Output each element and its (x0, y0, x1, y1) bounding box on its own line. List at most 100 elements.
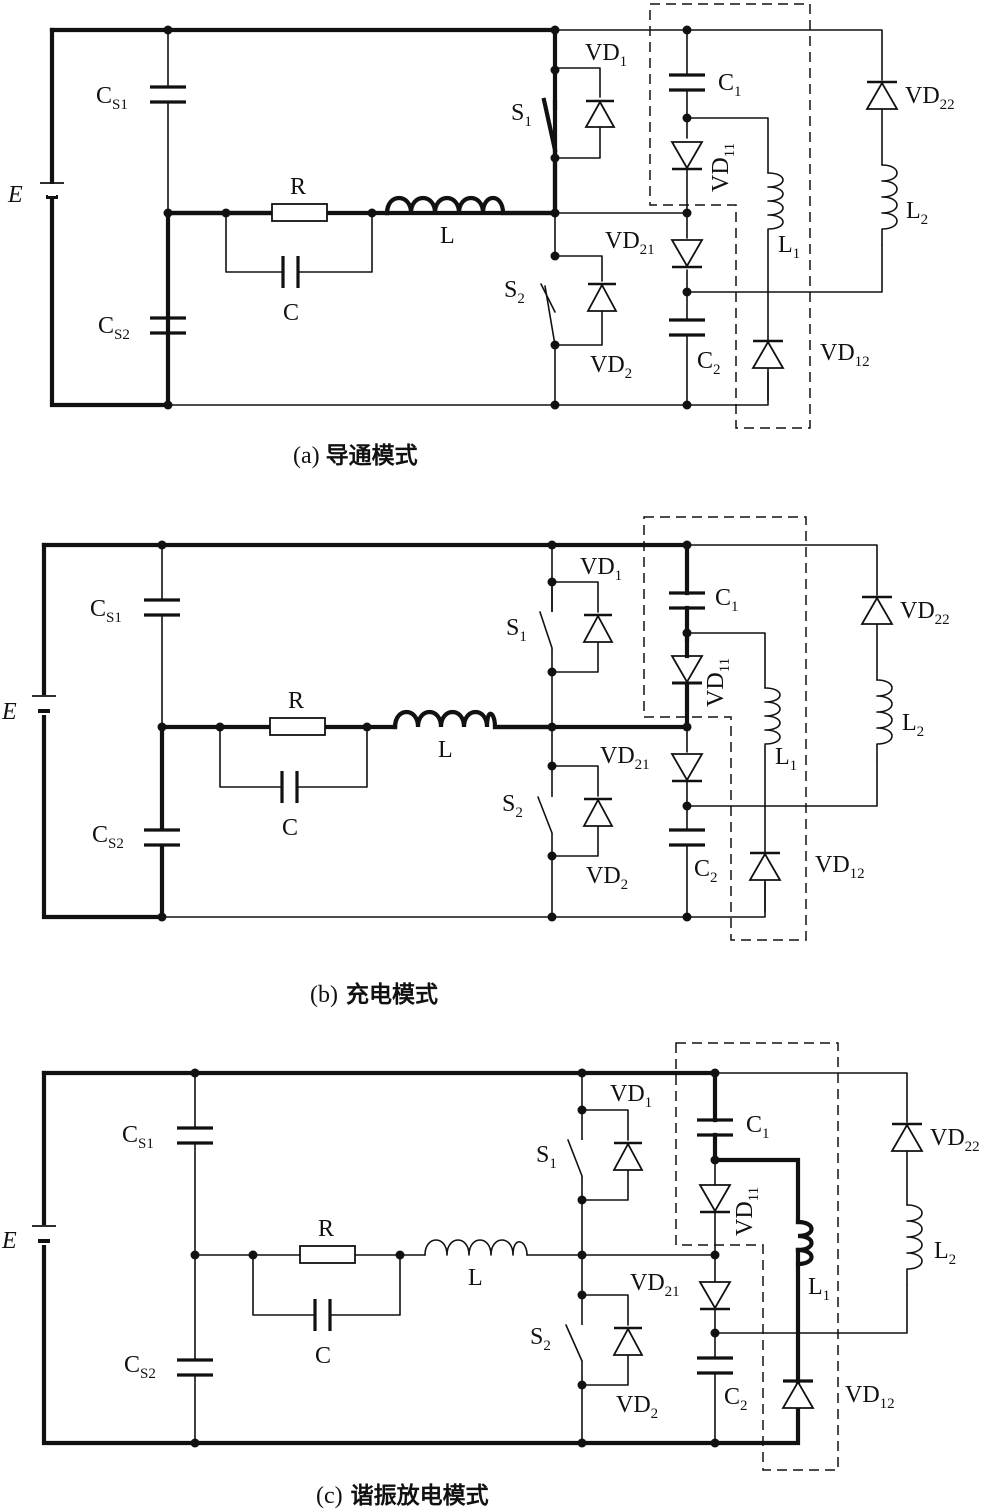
label-l1: L1 (778, 232, 800, 262)
label-l1: L1 (808, 1274, 830, 1304)
diode-vd21 (670, 239, 704, 269)
resistor-r (271, 203, 328, 222)
capacitor-c (313, 1299, 332, 1331)
diode-vd12 (748, 851, 782, 881)
label-cs2: CS2 (92, 822, 124, 852)
label-c: C (315, 1343, 331, 1369)
capacitor-c1 (669, 73, 705, 92)
label-vd21: VD21 (605, 228, 655, 258)
label-r: R (288, 688, 304, 714)
diode-vd1 (584, 99, 616, 128)
label-c2: C2 (724, 1384, 748, 1414)
diode-vd21 (670, 753, 704, 783)
caption-b: (b)充电模式 (310, 981, 438, 1008)
inductor-l1 (795, 1219, 814, 1253)
capacitor-c2 (669, 828, 705, 847)
capacitor-cs2 (150, 316, 186, 335)
label-vd2: VD2 (586, 863, 628, 893)
label-vd1: VD1 (585, 40, 627, 70)
diode-vd21 (698, 1281, 732, 1311)
label-vd21: VD21 (630, 1270, 680, 1300)
diode-vd1 (582, 613, 614, 643)
capacitor-cs1 (144, 598, 180, 617)
label-c1: C1 (718, 70, 742, 100)
label-s2: S2 (504, 277, 525, 307)
label-vd2: VD2 (616, 1392, 658, 1422)
label-vd12: VD12 (815, 852, 865, 882)
label-vd22: VD22 (905, 83, 955, 113)
label-vd1: VD1 (580, 554, 622, 584)
battery-source (32, 695, 56, 715)
label-vd11: VD11 (708, 143, 738, 192)
inductor-l2 (906, 1204, 923, 1286)
label-l: L (440, 223, 455, 249)
inductor-l (392, 709, 555, 730)
panel-a-conduction-mode: E CS1 CS2 R C L S1 S2 VD1 VD2 VD21 C1 C2… (7, 3, 955, 469)
resistor-r (269, 717, 326, 736)
inductor-l2 (876, 679, 893, 761)
switch-s1-blade (539, 611, 553, 649)
label-r: R (318, 1216, 334, 1242)
dashed-group-box (675, 1042, 839, 1471)
diode-vd11 (670, 637, 704, 685)
diode-vd22 (860, 595, 894, 625)
capacitor-c (281, 256, 300, 288)
label-c: C (283, 300, 299, 326)
label-l1: L1 (775, 744, 797, 774)
capacitor-c (280, 771, 299, 803)
label-l: L (438, 737, 453, 763)
label-c2: C2 (697, 348, 721, 378)
label-s1: S1 (506, 615, 527, 645)
label-vd12: VD12 (820, 340, 870, 370)
inductor-l1 (767, 172, 784, 230)
diode-vd11 (670, 141, 704, 171)
label-l2: L2 (934, 1238, 956, 1268)
label-e: E (1, 1228, 17, 1254)
label-s2: S2 (502, 791, 523, 821)
diode-vd22 (890, 1122, 924, 1152)
battery-source (32, 1225, 56, 1245)
panel-b-charging-mode: E CS1 CS2 R C L S1 S2 VD1 VD2 VD21 C1 C2… (1, 516, 950, 1008)
label-e: E (1, 699, 17, 725)
battery-source (40, 182, 64, 199)
label-cs2: CS2 (98, 313, 130, 343)
resistor-r (299, 1245, 356, 1264)
label-cs2: CS2 (124, 1352, 156, 1382)
capacitor-cs2 (177, 1358, 213, 1377)
switch-s1-blade (567, 1139, 583, 1177)
capacitor-cs1 (177, 1126, 213, 1145)
label-vd21: VD21 (600, 743, 650, 773)
label-cs1: CS1 (90, 596, 122, 626)
junction-dots (157, 540, 692, 922)
diode-vd2 (582, 797, 614, 827)
label-vd22: VD22 (930, 1125, 980, 1155)
label-c1: C1 (715, 585, 739, 615)
label-s2: S2 (530, 1324, 551, 1354)
label-l2: L2 (902, 710, 924, 740)
switch-s2-blade (537, 796, 553, 834)
bold-current-path (41, 1070, 801, 1446)
label-c: C (282, 815, 298, 841)
capacitor-cs1 (150, 85, 186, 104)
label-cs1: CS1 (96, 83, 128, 113)
switch-s2-blade (540, 283, 556, 313)
switch-s2-blade (565, 1324, 583, 1362)
inductor-l (384, 195, 558, 216)
dashed-group-box (643, 516, 807, 941)
label-vd11: VD11 (703, 658, 733, 707)
diode-vd2 (612, 1326, 644, 1356)
label-s1: S1 (511, 100, 532, 130)
label-vd1: VD1 (610, 1081, 652, 1111)
junction-dots (190, 1068, 720, 1448)
label-cs1: CS1 (122, 1122, 154, 1152)
diode-vd2 (586, 282, 618, 312)
capacitor-cs2 (144, 828, 180, 847)
label-l2: L2 (906, 198, 928, 228)
label-vd2: VD2 (590, 352, 632, 382)
capacitor-c2 (697, 1356, 733, 1375)
label-c2: C2 (694, 856, 718, 886)
switch-s1-blade (541, 97, 558, 153)
label-vd11: VD11 (732, 1187, 762, 1236)
label-c1: C1 (746, 1112, 770, 1142)
